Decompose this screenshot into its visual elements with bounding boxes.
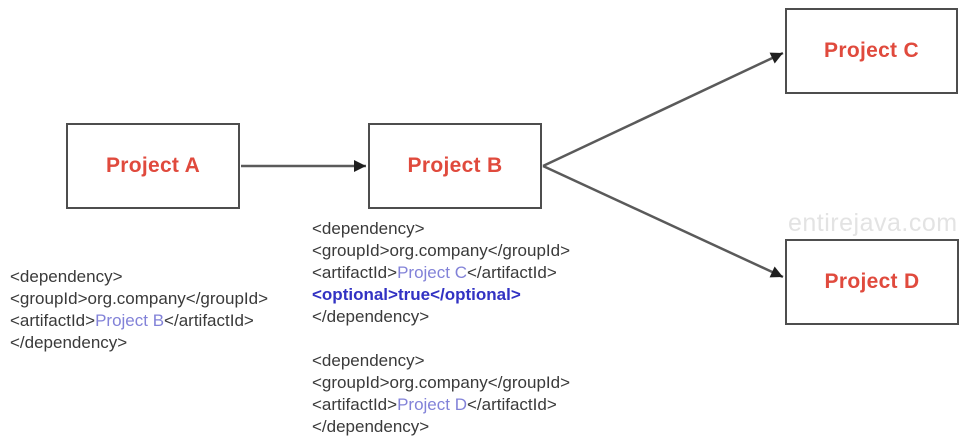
code-line: <groupId>org.company</groupId>: [312, 373, 571, 392]
watermark: entirejava.com: [788, 209, 958, 237]
node-project-b: Project B: [368, 123, 542, 209]
code-line: <artifactId>Project B</artifactId>: [10, 311, 254, 330]
code-line: <dependency>: [312, 219, 425, 238]
edge-b-to-d: [542, 164, 784, 279]
node-project-c: Project C: [785, 8, 958, 94]
node-label: Project C: [824, 39, 919, 62]
code-line: </dependency>: [10, 333, 128, 352]
code-block-project-b-dependency-d: <dependency> <groupId>org.company</group…: [312, 350, 570, 438]
code-line: <artifactId>Project C</artifactId>: [312, 263, 557, 282]
optional-tag-line: <optional>true</optional>: [312, 285, 521, 304]
artifact-name: Project D: [397, 395, 467, 414]
node-project-d: Project D: [785, 239, 959, 325]
code-block-project-b-dependency-c: <dependency> <groupId>org.company</group…: [312, 218, 570, 328]
code-line: <groupId>org.company</groupId>: [312, 241, 571, 260]
edge-b-to-c: [542, 51, 784, 168]
artifact-name: Project C: [397, 263, 467, 282]
code-line: <artifactId>Project D</artifactId>: [312, 395, 557, 414]
code-line: <groupId>org.company</groupId>: [10, 289, 269, 308]
code-line: <dependency>: [10, 267, 123, 286]
code-line: </dependency>: [312, 417, 430, 436]
code-line: <dependency>: [312, 351, 425, 370]
node-label: Project A: [105, 154, 201, 177]
artifact-name: Project B: [95, 311, 165, 330]
node-label: Project B: [407, 154, 503, 177]
node-project-a: Project A: [66, 123, 240, 209]
code-block-project-a-dependency: <dependency> <groupId>org.company</group…: [10, 266, 268, 354]
code-line: </dependency>: [312, 307, 430, 326]
node-label: Project D: [824, 270, 920, 293]
